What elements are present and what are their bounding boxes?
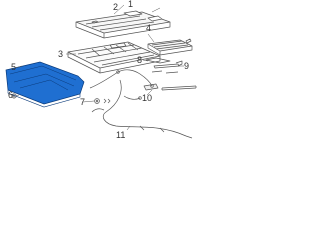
battery-cover-upper [75, 10, 171, 39]
callout-3: 3 [58, 49, 64, 59]
callout-2: 2 [113, 2, 119, 12]
callout-10: 10 [142, 93, 153, 103]
callout-6: 6 [8, 90, 14, 100]
callout-5: 5 [11, 62, 17, 72]
callout-8: 8 [137, 55, 143, 65]
leader-lines [14, 4, 184, 131]
wire-harness [89, 69, 193, 139]
fasteners [11, 93, 111, 104]
callout-11: 11 [116, 130, 126, 140]
rod [161, 85, 197, 91]
callout-7: 7 [80, 97, 86, 107]
seal-strip [145, 57, 171, 64]
shield-highlighted [5, 61, 85, 108]
callout-1: 1 [128, 0, 134, 9]
parts-drawing [5, 4, 197, 139]
parts-diagram: 1 2 3 4 5 6 7 8 9 10 11 [0, 0, 200, 147]
callout-9: 9 [184, 61, 190, 71]
callout-4: 4 [146, 23, 152, 33]
battery-module [147, 38, 193, 56]
battery-tray [67, 41, 161, 74]
bracket-bar [151, 60, 183, 74]
